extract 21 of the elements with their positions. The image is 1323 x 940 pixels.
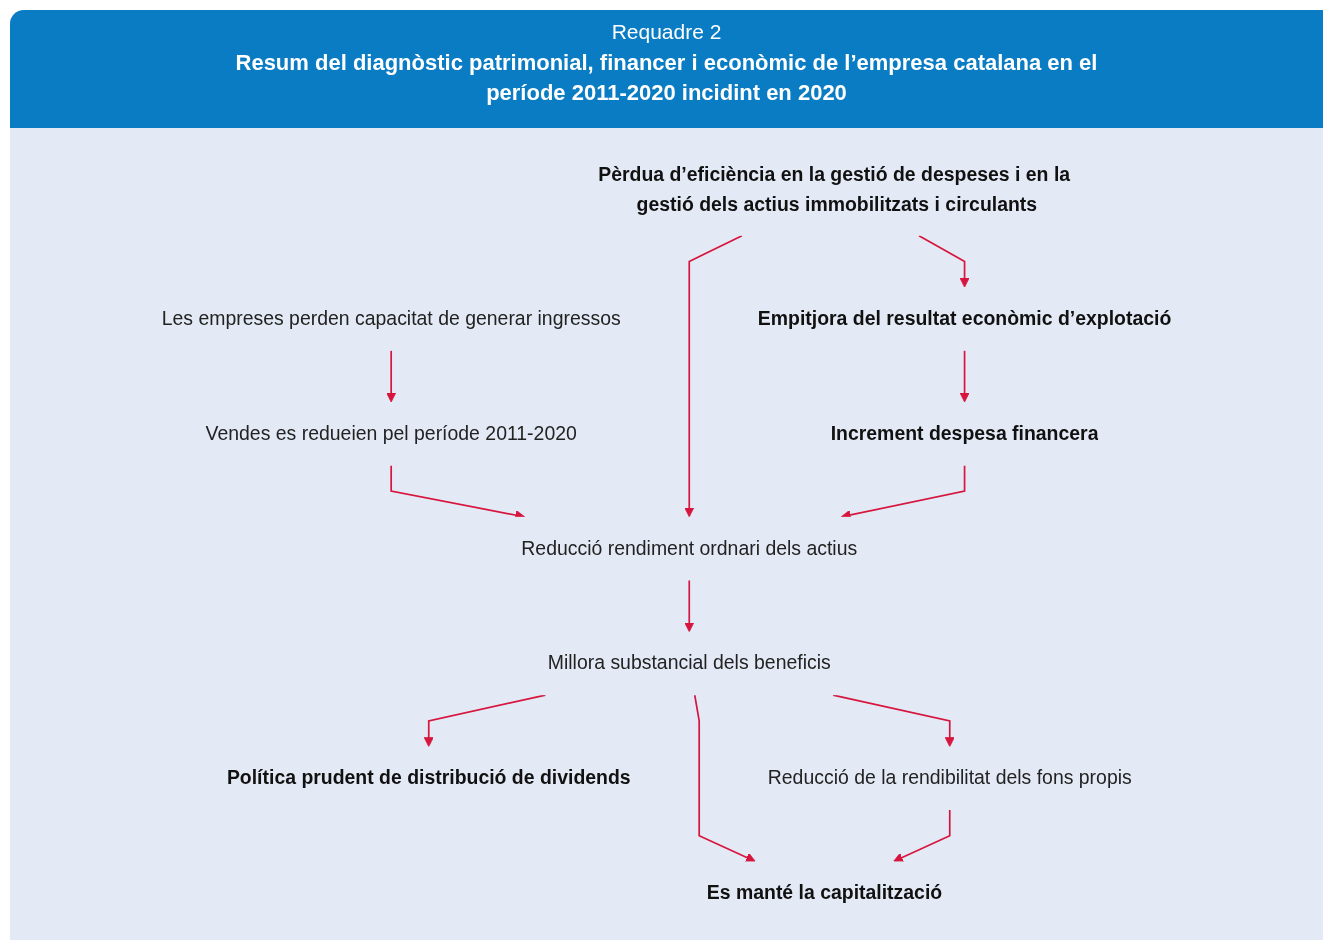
node-text: Increment despesa financera (830, 422, 1099, 445)
box-number: Requadre 2 (611, 20, 722, 44)
arrow (684, 579, 695, 633)
arrow (684, 234, 743, 518)
node-text: Reducció de la rendibilitat dels fons propis (767, 767, 1132, 789)
arrow (959, 349, 970, 403)
node-text: Es manté la capitalització (706, 882, 943, 904)
node-text: Pèrdua d’eficiència en la gestió de despeses i en la gestió dels actius immobilitzats i circulants (598, 163, 1071, 215)
arrow (693, 694, 756, 863)
arrow (832, 694, 955, 748)
arrow (386, 349, 397, 403)
arrow (918, 234, 970, 288)
node-text: Empitjora del resultat econòmic d’explotació (757, 307, 1172, 330)
arrow (893, 809, 951, 863)
node-text: Millora substancial dels beneficis (547, 652, 831, 674)
title: Resum del diagnòstic patrimonial, financer i econòmic de l’empresa catalana en el període 2011-2020 incidint en 2020 (234, 49, 1099, 107)
node-text: Les empreses perden capacitat de generar ingressos (161, 307, 621, 330)
node-text: Reducció rendiment ordnari dels actius (521, 537, 858, 560)
node-text: Vendes es redueien pel període 2011-2020 (205, 422, 577, 445)
arrow (423, 694, 547, 748)
node-text: Política prudent de distribució de dividends (226, 767, 631, 789)
